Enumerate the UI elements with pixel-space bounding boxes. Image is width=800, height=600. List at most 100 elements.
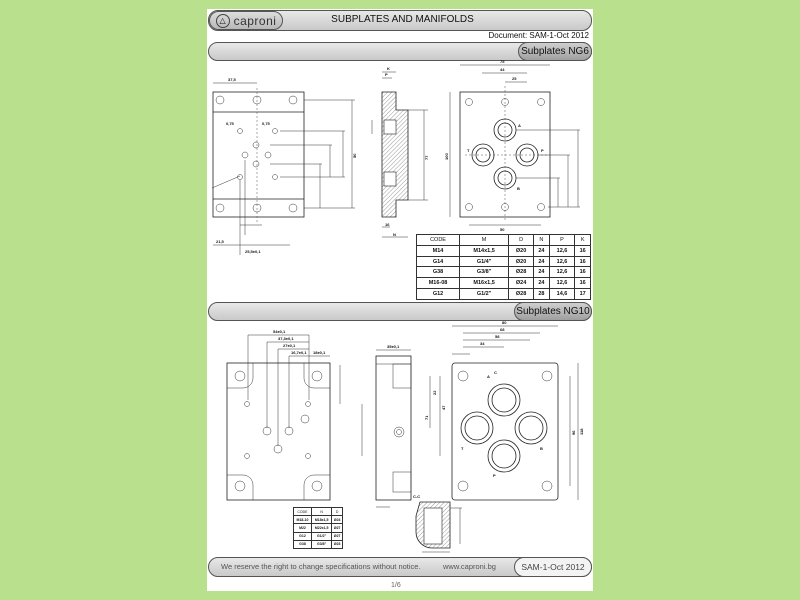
table-cell: Ø28 — [508, 266, 535, 279]
table-cell: 16 — [574, 266, 591, 279]
document-page — [207, 9, 593, 591]
svg-text:44: 44 — [500, 67, 505, 72]
svg-text:100: 100 — [444, 153, 449, 160]
svg-text:C: C — [494, 370, 497, 375]
table-cell: G12 — [415, 288, 461, 300]
table-cell: Ø27 — [331, 531, 343, 541]
table-cell: 16 — [574, 244, 591, 257]
table-cell: 16 — [574, 277, 591, 290]
table-cell: 16 — [574, 255, 591, 268]
logo-text: caproni — [233, 13, 277, 28]
svg-text:P: P — [493, 473, 496, 478]
svg-text:118: 118 — [579, 428, 584, 435]
svg-text:37,3±0,1: 37,3±0,1 — [278, 336, 294, 341]
svg-text:25: 25 — [512, 76, 517, 81]
svg-text:50: 50 — [352, 153, 357, 158]
column-header: P — [548, 234, 576, 246]
svg-text:0,75: 0,75 — [262, 121, 271, 126]
table-cell: M22 — [293, 523, 312, 533]
port-b: B — [517, 186, 520, 191]
table-cell: 24 — [533, 244, 550, 257]
table-cell: G3/8" — [459, 266, 510, 279]
c-c-section-view: C-C — [413, 494, 462, 553]
svg-text:21,5: 21,5 — [216, 239, 225, 244]
svg-text:50: 50 — [500, 227, 505, 232]
svg-text:71: 71 — [424, 415, 429, 420]
column-header: N — [310, 506, 333, 517]
column-header: D — [508, 234, 535, 246]
table-cell: M14 — [415, 244, 461, 257]
section-title-ng10: Subplates NG10 — [514, 302, 592, 321]
ng10-top-view: 80 68 58 34 22 71 47 96 118 A T B P C — [424, 320, 584, 501]
svg-text:25,5±0,1: 25,5±0,1 — [245, 249, 261, 254]
svg-text:P: P — [385, 72, 388, 77]
page-title: SUBPLATES AND MANIFOLDS — [331, 14, 474, 25]
table-cell: G1/4" — [459, 255, 510, 268]
svg-text:16,7±0,1: 16,7±0,1 — [291, 350, 307, 355]
port-t: T — [467, 148, 470, 153]
table-cell: Ø24 — [331, 515, 343, 525]
svg-text:80: 80 — [502, 320, 507, 325]
svg-text:75: 75 — [500, 59, 505, 64]
table-cell: G1/2" — [310, 531, 333, 541]
section-title-ng6: Subplates NG6 — [518, 42, 592, 61]
svg-text:22: 22 — [432, 390, 437, 395]
table-cell: G1/2" — [459, 288, 510, 300]
svg-text:54±0,1: 54±0,1 — [273, 329, 286, 334]
table-cell: Ø24 — [508, 277, 535, 290]
svg-text:27±0,1: 27±0,1 — [283, 343, 296, 348]
column-header: M — [459, 234, 510, 246]
table-cell: G12 — [293, 531, 312, 541]
table-cell: G38 — [293, 539, 312, 550]
column-header: CODE — [293, 506, 312, 517]
ng10-front-view: 54±0,1 37,3±0,1 27±0,1 16,7±0,1 18±0,1 — [226, 329, 363, 501]
table-cell: 24 — [533, 266, 550, 279]
svg-text:N: N — [393, 232, 396, 237]
table-cell: Ø28 — [508, 288, 535, 300]
table-cell: 12,6 — [548, 277, 576, 290]
page-number: 1/6 — [391, 582, 401, 589]
table-cell: M18x1,5 — [310, 515, 333, 525]
svg-text:B: B — [540, 446, 543, 451]
svg-text:18±0,1: 18±0,1 — [313, 350, 326, 355]
svg-text:58: 58 — [495, 334, 500, 339]
port-p: P — [541, 148, 544, 153]
table-cell: 12,6 — [548, 255, 576, 268]
footer-website[interactable]: www.caproni.bg — [443, 562, 496, 571]
table-cell: Ø20 — [508, 255, 535, 268]
svg-text:47: 47 — [441, 405, 446, 410]
ng10-side-view: 35±0,1 — [375, 344, 412, 508]
svg-text:A: A — [487, 374, 490, 379]
svg-text:0,75: 0,75 — [226, 121, 235, 126]
header-bar — [208, 10, 592, 31]
port-a: A — [518, 123, 521, 128]
column-header: N — [533, 234, 550, 246]
ng6-top-view: 75 44 25 100 50 A T P B — [444, 59, 580, 232]
table-cell: Ø23 — [331, 539, 343, 550]
dim-k: K — [387, 66, 390, 71]
column-header: D — [331, 506, 343, 517]
svg-text:77: 77 — [424, 155, 429, 160]
table-cell: M14x1,5 — [459, 244, 510, 257]
footer-code: SAM-1-Oct 2012 — [514, 557, 592, 577]
table-cell: Ø20 — [508, 244, 535, 257]
table-cell: M22x1,5 — [310, 523, 333, 533]
logo-icon: △ — [215, 13, 230, 28]
svg-text:C-C: C-C — [413, 494, 420, 499]
svg-text:T: T — [461, 446, 464, 451]
table-cell: 17 — [574, 288, 591, 300]
ng6-front-view: 37,5 0,75 0,75 50 21,5 25,5±0,1 — [211, 77, 357, 255]
svg-text:16: 16 — [385, 222, 390, 227]
table-cell: G38 — [415, 266, 461, 279]
footer-notice: We reserve the right to change specifica… — [221, 562, 421, 571]
